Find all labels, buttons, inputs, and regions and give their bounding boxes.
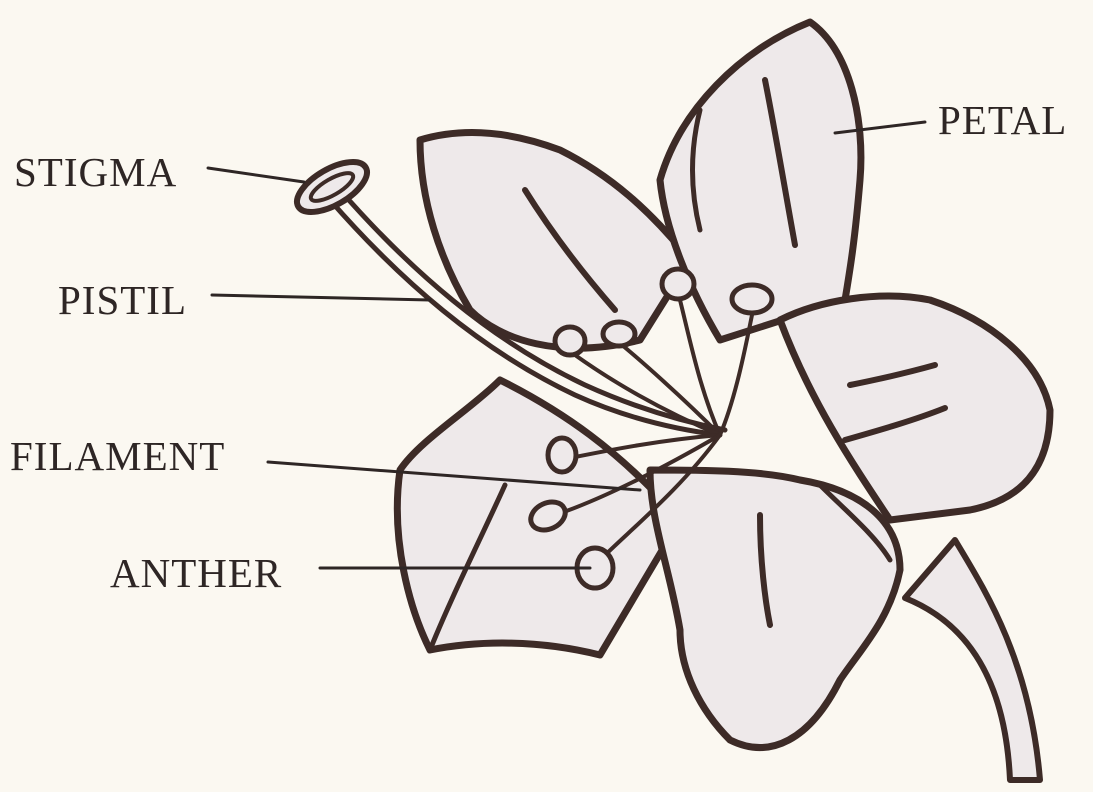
anther xyxy=(548,438,576,472)
anther xyxy=(603,322,635,346)
anther xyxy=(732,285,772,313)
anther xyxy=(555,327,585,355)
petal-label: PETAL xyxy=(938,100,1067,141)
petal-bottom xyxy=(650,470,900,748)
anther xyxy=(662,269,694,299)
pistil-leader xyxy=(212,295,430,300)
filament-label: FILAMENT xyxy=(10,436,225,477)
anther-label: ANTHER xyxy=(110,553,282,594)
pistil-label: PISTIL xyxy=(58,280,187,321)
petal-left-back xyxy=(420,133,690,348)
stigma-leader xyxy=(208,168,304,182)
stem xyxy=(905,540,1040,780)
stigma-label: STIGMA xyxy=(14,152,177,193)
